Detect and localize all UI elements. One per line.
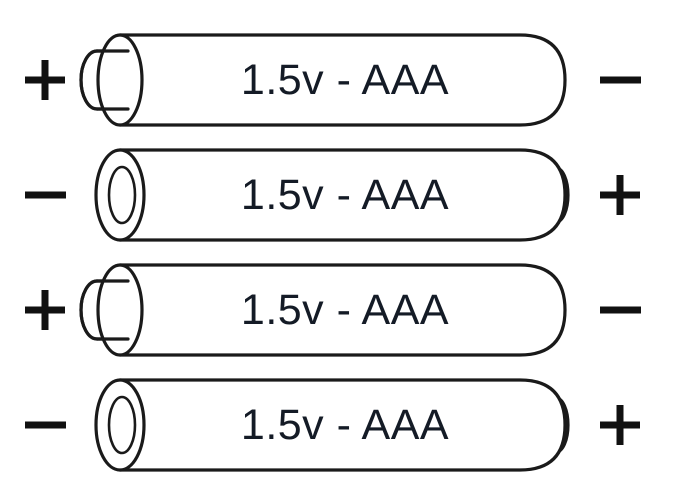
battery-label-3: 1.5v - AAA <box>241 286 449 334</box>
battery-cap-inner-2 <box>107 165 137 225</box>
polarity-symbol-plus-left-3 <box>25 290 65 330</box>
battery-cap-inner-4 <box>107 395 137 455</box>
battery-cap-left-1 <box>96 33 144 127</box>
battery-row-1: 1.5v - AAA <box>25 33 641 127</box>
positive-nub-face-3 <box>79 279 99 341</box>
battery-body-1 <box>118 33 567 127</box>
battery-body-2 <box>118 148 567 242</box>
battery-label-1: 1.5v - AAA <box>241 56 449 104</box>
battery-row-4: 1.5v - AAA <box>25 378 640 472</box>
battery-label-2: 1.5v - AAA <box>241 171 449 219</box>
battery-label-4: 1.5v - AAA <box>241 401 449 449</box>
polarity-symbol-plus-left-1 <box>25 60 65 100</box>
battery-row-2: 1.5v - AAA <box>25 148 640 242</box>
polarity-symbol-plus-right-4 <box>600 405 640 445</box>
battery-body-4 <box>118 378 567 472</box>
positive-nub-face-1 <box>79 49 99 111</box>
battery-row-3: 1.5v - AAA <box>25 263 641 357</box>
battery-cap-left-3 <box>96 263 144 357</box>
polarity-symbol-plus-right-2 <box>600 175 640 215</box>
battery-body-3 <box>118 263 567 357</box>
